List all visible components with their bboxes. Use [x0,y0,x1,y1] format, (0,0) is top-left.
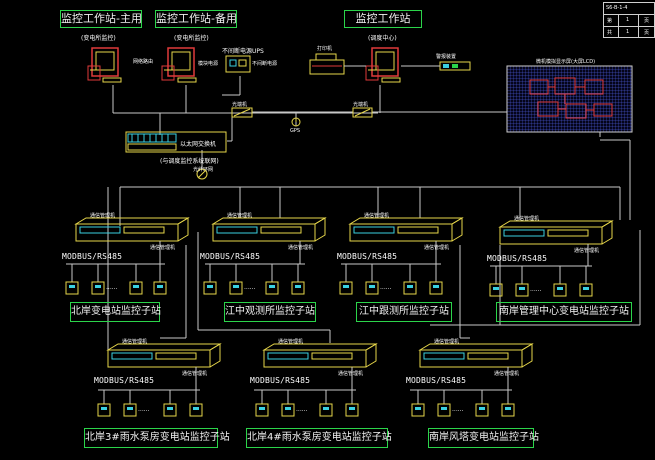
comm-unit-4-sub: 通信管理机 [574,248,600,254]
alarm-device [344,61,471,71]
ups-sub-label: 模块电源 [198,61,219,67]
ellipsis-6: ...... [296,406,308,413]
comm-unit-7-sub: 通信管理机 [494,371,520,377]
substation-4-title: 南岸管理中心变电站监控子站 [496,302,632,322]
substation-2-title: 江中观测所监控子站 [224,302,316,322]
gps-clock [291,117,301,127]
comm-unit-3 [348,217,464,242]
sheet-label-1: 第 [607,18,613,24]
comm-unit-6-sub: 通信管理机 [338,371,364,377]
comm-unit-7 [418,343,534,368]
comm-unit-2-label: 通信管理机 [227,213,253,219]
meter-screens [69,285,589,410]
alarm-label: 警报装置 [436,54,457,60]
ellipsis-1: ...... [106,284,118,291]
bus-label-3: MODBUS/RS485 [337,252,398,261]
gps-label: GPS [290,128,301,134]
comm-unit-7-label: 通信管理机 [434,339,460,345]
workstation-dispatch [365,47,401,83]
workstation-dispatch-title: 监控工作站 [344,10,422,28]
workstation-backup [161,47,197,83]
bus-label-6: MODBUS/RS485 [250,376,311,385]
substation-5-title: 北岸3#雨水泵房变电站监控子站 [84,428,230,448]
comm-unit-6-label: 通信管理机 [278,339,304,345]
switch-label: 以太网交换机 [180,141,217,148]
substation-3-title: 江中跟测所监控子站 [356,302,452,322]
substation-7-title: 南岸风塔变电站监控子站 [428,428,539,448]
printer-label: 打印机 [317,46,333,52]
display-wall [506,65,633,133]
comm-unit-2 [211,217,327,242]
ellipsis-7: ...... [452,406,464,413]
ups-sub-label-2: 不间断电源 [252,61,278,67]
workstation-primary-sub: (变电所监控) [81,35,116,42]
comm-unit-1-sub: 通信管理机 [150,245,176,251]
ups-label: 不间断电源UPS [222,48,264,55]
title-block: S6-B-1-4 第 1 页 共 1 页 [603,2,655,38]
converter-left-label: 光端机 [232,102,248,108]
fiber-symbol [196,168,208,180]
comm-unit-1 [74,217,190,242]
bus-label-4: MODBUS/RS485 [487,254,548,263]
comm-unit-4-label: 通信管理机 [514,216,540,222]
drawing-number: S6-B-1-4 [606,5,628,11]
comm-unit-4 [498,220,614,245]
ups-device [225,55,251,73]
rs485-buses [66,241,592,404]
fiber-label: 光纤环网 [193,167,214,173]
optical-converter-right [352,107,373,118]
converter-right-label: 光端机 [353,102,369,108]
display-wall-title: 微机模拟显示屏(大屏LCD) [536,59,596,65]
ellipsis-3: ...... [380,284,392,291]
switch-sub-label: (与调度监控系统联网) [160,158,219,165]
comm-unit-5 [106,343,222,368]
ellipsis-4: ...... [530,286,542,293]
comm-unit-5-sub: 通信管理机 [182,371,208,377]
workstation-backup-sub: (变电所监控) [174,35,209,42]
comm-unit-6 [262,343,378,368]
substation-1-title: 北岸变电站监控子站 [70,302,161,322]
comm-unit-5-label: 通信管理机 [122,339,148,345]
sheet-total: 1 [626,29,630,35]
sheet-unit-1: 页 [644,18,650,24]
bus-label-1: MODBUS/RS485 [62,252,123,261]
sheet-unit-2: 页 [644,30,650,36]
substation-6-title: 北岸4#雨水泵房变电站监控子站 [246,428,392,448]
printer-device [309,53,345,75]
bus-label-5: MODBUS/RS485 [94,376,155,385]
comm-unit-3-sub: 通信管理机 [424,245,450,251]
meters [65,281,593,417]
workstation-backup-title: 监控工作站-备用 [155,10,237,28]
optical-converter-left [231,107,253,118]
bus-label-7: MODBUS/RS485 [406,376,467,385]
bus-label-2: MODBUS/RS485 [200,252,261,261]
sheet-label-2: 共 [607,30,613,36]
comm-unit-3-label: 通信管理机 [364,213,390,219]
sheet-number: 1 [626,17,630,23]
workstation-primary-title: 监控工作站-主用 [60,10,142,28]
comm-unit-2-sub: 通信管理机 [288,245,314,251]
workstation-primary [87,47,122,83]
router-label: 网络路由 [133,59,154,65]
ellipsis-2: ...... [244,284,256,291]
ellipsis-5: ...... [138,406,150,413]
ethernet-switch [125,131,227,153]
comm-unit-1-label: 通信管理机 [90,213,116,219]
workstation-dispatch-sub: (调度中心) [368,35,397,42]
